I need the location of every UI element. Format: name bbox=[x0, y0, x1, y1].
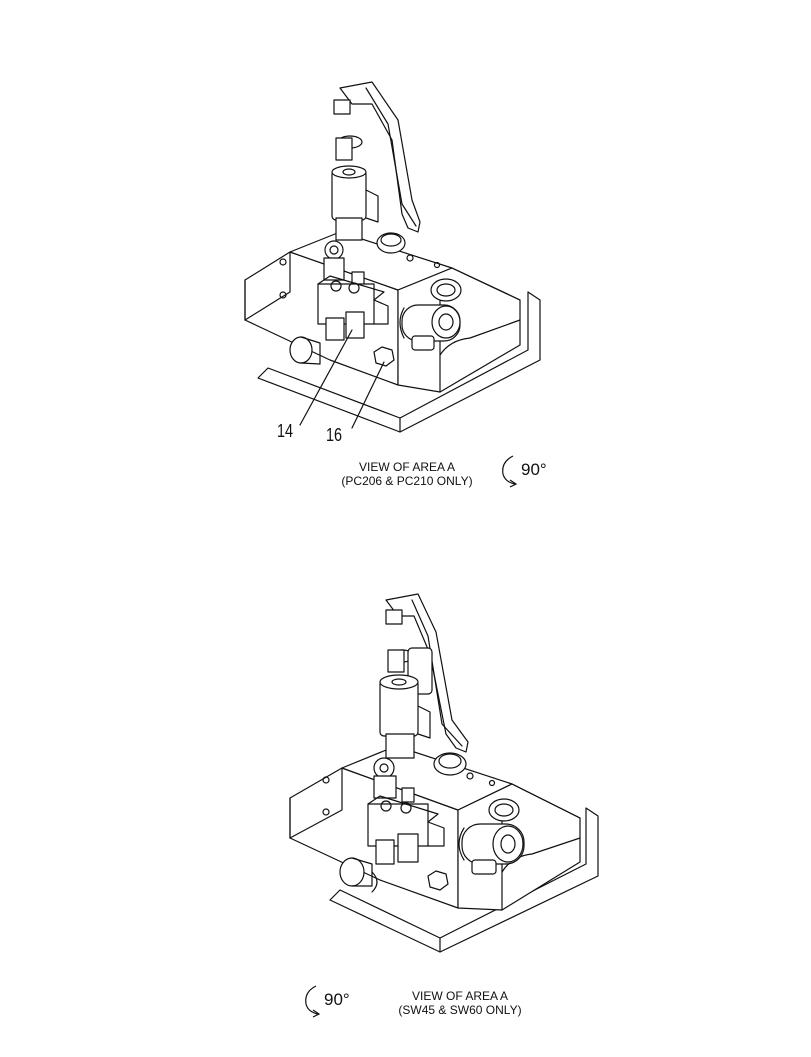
hex-plug bbox=[373, 346, 395, 367]
leader-14 bbox=[299, 329, 353, 426]
base-plate bbox=[257, 291, 541, 433]
upper-elbow bbox=[387, 649, 405, 673]
left-connector bbox=[289, 336, 313, 364]
rotation-label: 90° bbox=[521, 460, 547, 479]
caption-models: (PC206 & PC210 ONLY) bbox=[341, 474, 473, 488]
rotate-arrow-icon bbox=[502, 455, 518, 488]
caption-title: VIEW OF AREA A bbox=[358, 460, 456, 474]
upper-elbow bbox=[335, 137, 353, 161]
caption-title: VIEW OF AREA A bbox=[411, 989, 509, 1003]
left-connector bbox=[339, 857, 365, 887]
leader-16 bbox=[351, 361, 385, 429]
valve-assembly-drawing bbox=[244, 81, 541, 433]
top-nut bbox=[333, 99, 351, 115]
valve-assembly-drawing bbox=[289, 593, 599, 953]
callout-label-16: 16 bbox=[326, 425, 343, 445]
top-nut bbox=[385, 609, 403, 625]
rotation-indicator: 90° bbox=[497, 452, 547, 488]
solenoid-ring bbox=[430, 278, 462, 302]
view-caption: VIEW OF AREA A (SW45 & SW60 ONLY) bbox=[370, 989, 550, 1017]
solenoid-ring bbox=[488, 798, 520, 822]
view-area-a-sw45-sw60: 90° VIEW OF AREA A (SW45 & SW60 ONLY) bbox=[0, 520, 811, 1057]
view-area-a-pc206-pc210: 14 16 VIEW OF AREA A (PC206 & PC210 ONLY… bbox=[0, 0, 811, 520]
plug bbox=[433, 752, 467, 776]
view-caption: VIEW OF AREA A (PC206 & PC210 ONLY) bbox=[322, 460, 492, 488]
rotate-arrow-icon bbox=[305, 985, 321, 1018]
hex-plug bbox=[427, 870, 449, 891]
rotation-label: 90° bbox=[324, 990, 350, 1009]
base-plate bbox=[329, 807, 599, 953]
callout-label-14: 14 bbox=[277, 421, 294, 441]
mounting-bracket bbox=[385, 593, 469, 753]
caption-models: (SW45 & SW60 ONLY) bbox=[398, 1003, 522, 1017]
rotation-indicator: 90° bbox=[300, 982, 350, 1018]
plug bbox=[376, 232, 406, 254]
